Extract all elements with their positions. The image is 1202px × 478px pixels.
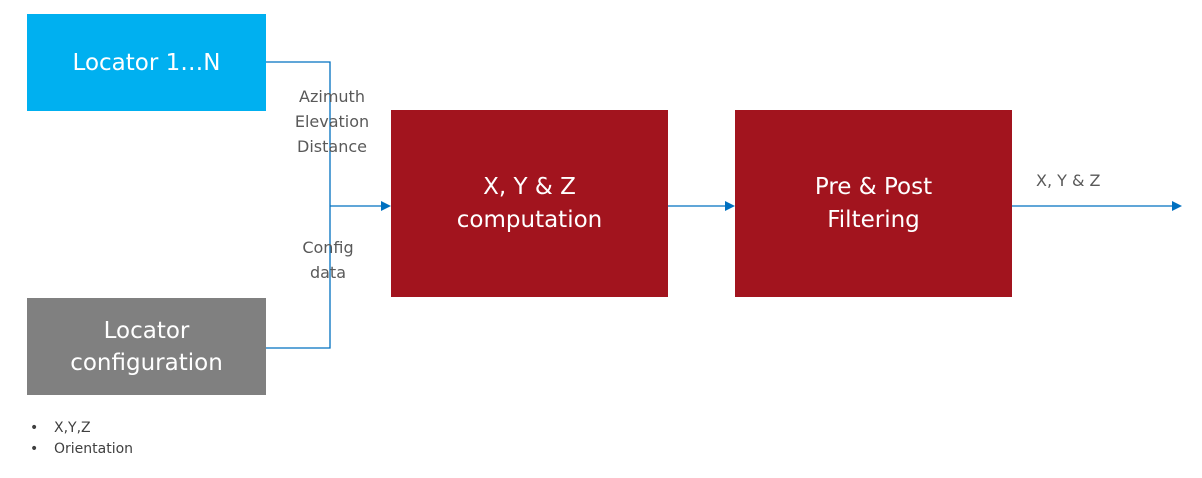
locator-block: Locator 1…N	[27, 14, 266, 111]
measurement-label-azimuth: Azimuth	[299, 87, 365, 106]
list-item-text: X,Y,Z	[54, 420, 91, 436]
computation-block-label-line1: X, Y & Z	[483, 173, 576, 200]
connector-locator-to-junction	[266, 61, 331, 206]
filtering-block-label-line1: Pre & Post	[814, 173, 933, 200]
list-item: • Orientation	[30, 439, 133, 460]
list-item-text: Orientation	[54, 441, 134, 457]
locator-block-label: Locator 1…N	[72, 49, 221, 76]
computation-block-label-line2: computation	[456, 206, 603, 233]
configuration-attribute-list: • X,Y,Z • Orientation	[30, 418, 133, 460]
connector-configuration-to-junction	[266, 206, 331, 349]
filtering-block: Pre & Post Filtering	[735, 110, 1012, 297]
config-data-label: Config data	[286, 235, 370, 285]
measurement-label-elevation: Elevation	[294, 112, 370, 131]
configuration-block-label-line1: Locator	[103, 317, 190, 344]
bullet-dot-icon: •	[30, 420, 39, 436]
bullet-dot-icon: •	[30, 441, 39, 457]
measurement-labels: Azimuth Elevation Distance	[282, 84, 382, 159]
output-label: X, Y & Z	[1036, 171, 1101, 190]
measurement-label-distance: Distance	[297, 137, 367, 156]
configuration-block-label-line2: configuration	[70, 349, 223, 376]
filtering-block-label-line2: Filtering	[827, 206, 920, 233]
list-item: • X,Y,Z	[30, 418, 133, 439]
config-data-label-line1: Config	[302, 238, 354, 257]
locator-configuration-block: Locator configuration	[27, 298, 266, 395]
config-data-label-line2: data	[309, 263, 347, 282]
computation-block: X, Y & Z computation	[391, 110, 668, 297]
